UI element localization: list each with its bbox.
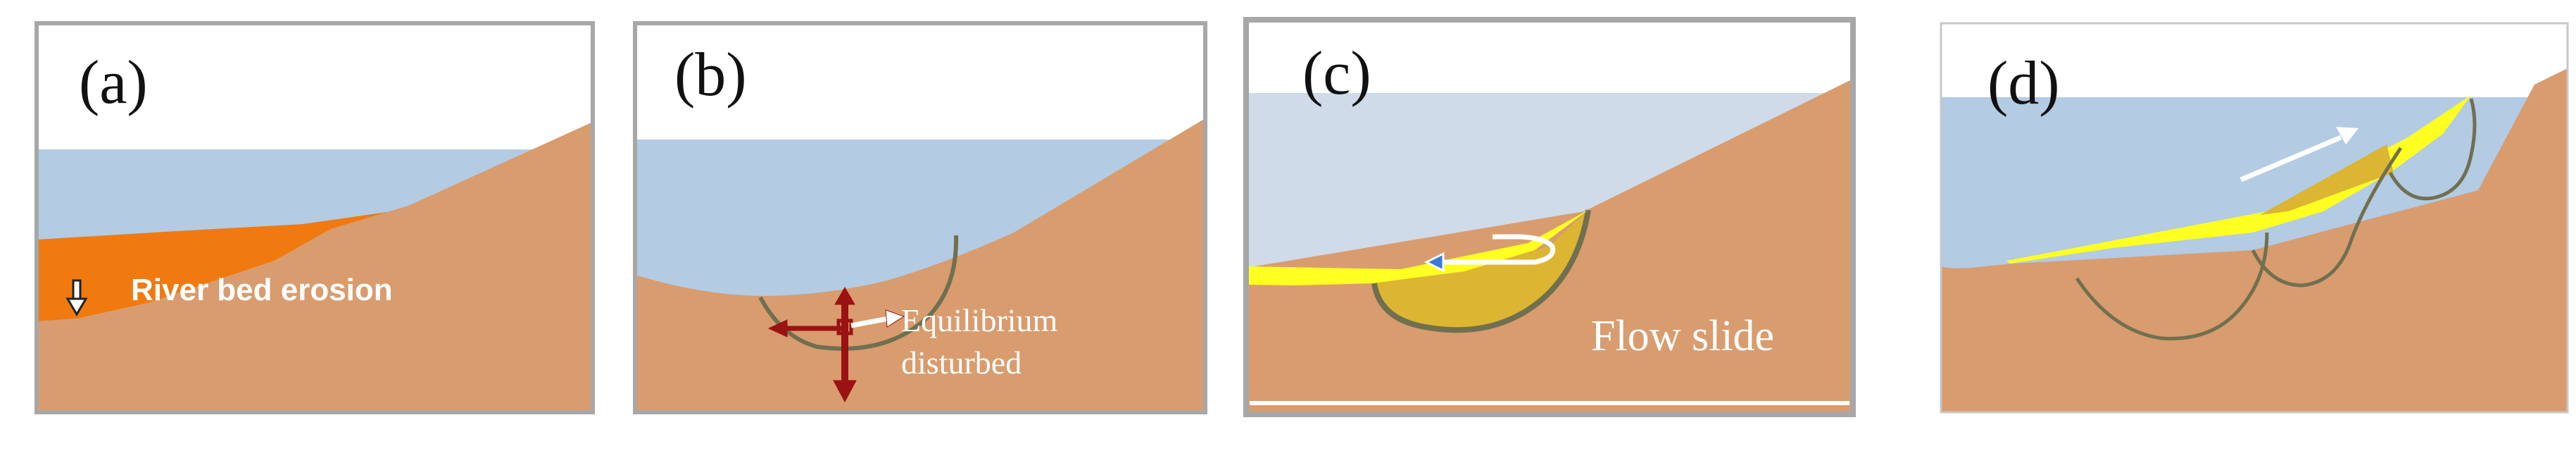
panel-b-frame	[633, 21, 1207, 414]
circular-flow-arrow-icon	[1424, 234, 1556, 273]
panel-c: (c) Flow slide	[1243, 17, 1856, 417]
down-arrow-icon	[65, 279, 88, 316]
panel-b-caption-line2: disturbed	[901, 345, 1022, 381]
panel-b-caption-line1: Equilibrium	[901, 302, 1058, 338]
panel-a: (a) River bed erosion	[34, 21, 595, 414]
panel-d-slide-zone	[2006, 95, 2471, 264]
panel-b-label: (b)	[674, 41, 747, 109]
panel-a-frame	[34, 21, 595, 414]
panel-c-label: (c)	[1302, 39, 1371, 108]
panel-d-soil	[1941, 68, 2568, 412]
panel-d-frame	[1940, 22, 2569, 414]
panel-c-slip-arc	[1371, 209, 1591, 333]
upslope-arrow-icon	[2239, 127, 2358, 183]
panel-d-slip-arc-1	[2075, 232, 2269, 340]
panel-a-label: (a)	[79, 49, 148, 117]
panel-a-caption: River bed erosion	[131, 273, 393, 307]
panel-a-erosion-zone	[37, 206, 408, 321]
panel-c-flow-zone	[1246, 210, 1588, 285]
panel-b-slip-arc	[758, 235, 959, 351]
panel-d-slide-shadow	[2260, 144, 2394, 215]
panel-a-soil	[37, 122, 593, 412]
panel-d: (d)	[1940, 22, 2569, 414]
panel-d-slip-arc-3	[2388, 98, 2477, 201]
panel-c-slide-body	[1374, 210, 1588, 330]
panel-b: (b) Equilibrium disturbed	[633, 21, 1207, 414]
force-arrows-icon	[767, 287, 905, 403]
panel-d-slip-arc-2	[2251, 147, 2403, 288]
panel-d-label: (d)	[1987, 49, 2060, 118]
panel-c-frame	[1243, 17, 1856, 417]
panel-b-soil	[635, 118, 1205, 412]
panel-c-caption: Flow slide	[1591, 312, 1774, 360]
